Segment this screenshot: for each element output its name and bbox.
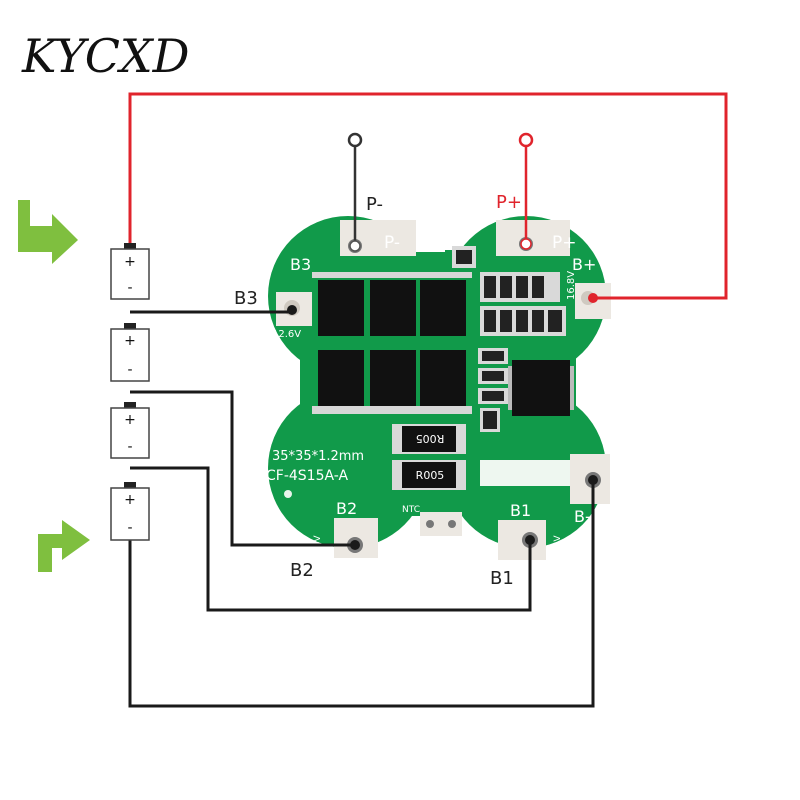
brand-logo: KYCXD: [21, 29, 190, 83]
wire-b-plus: [128, 92, 728, 300]
silk-size: 35*35*1.2mm: [272, 449, 364, 464]
silk-ntc: NTC: [402, 505, 420, 515]
cell-4-plus: +: [124, 492, 136, 508]
p-minus-terminal: [347, 132, 363, 148]
shunt-label-1: R005: [416, 432, 445, 445]
silk-window: [480, 460, 570, 486]
silk-b-plus: B+: [572, 255, 596, 274]
silk-p-plus: P+: [552, 233, 577, 253]
silk-b2: B2: [336, 499, 357, 518]
cell-4: + -: [110, 482, 150, 541]
silk-v-b-plus: 16.8V: [566, 271, 577, 300]
label-p-minus: P-: [366, 194, 383, 215]
silk-p-minus: P-: [384, 233, 400, 253]
silk-v-b1: 4.2V: [553, 535, 563, 556]
mosfet-array: [312, 272, 472, 414]
shunt-resistor-2: [392, 460, 466, 490]
cell-3: + -: [110, 402, 150, 459]
cell-3-plus: +: [124, 412, 136, 428]
silk-v-b3: 12.6V: [272, 329, 301, 340]
cell-3-minus: -: [127, 439, 132, 455]
cell-1-plus: +: [124, 254, 136, 270]
resistor-array: [480, 272, 566, 336]
protection-ic: [512, 360, 570, 416]
silk-b1: B1: [510, 501, 531, 520]
label-b2: B2: [290, 560, 314, 581]
cell-2-minus: -: [127, 362, 132, 378]
cell-2-plus: +: [124, 333, 136, 349]
arrow-bottom-icon: [38, 520, 90, 572]
silk-b3: B3: [290, 255, 311, 274]
cell-1: + -: [110, 243, 150, 300]
cell-2: + -: [110, 323, 150, 382]
cell-4-minus: -: [127, 520, 132, 536]
shunt-label-2: R005: [416, 469, 445, 482]
pad-p-plus: [496, 220, 570, 256]
wire-b-minus: [128, 480, 595, 708]
silk-b-minus: B-: [574, 507, 591, 526]
shunt-resistor-1: [392, 424, 466, 454]
label-b3: B3: [234, 288, 258, 309]
arrow-top-icon: [18, 200, 78, 264]
label-p-plus: P+: [496, 192, 522, 213]
p-plus-terminal: [518, 132, 534, 148]
cell-1-minus: -: [127, 280, 132, 296]
silk-model: CF-4S15A-A: [266, 468, 349, 484]
label-b1: B1: [490, 568, 514, 589]
wire-b2: [130, 390, 355, 547]
wire-b1: [130, 466, 532, 612]
